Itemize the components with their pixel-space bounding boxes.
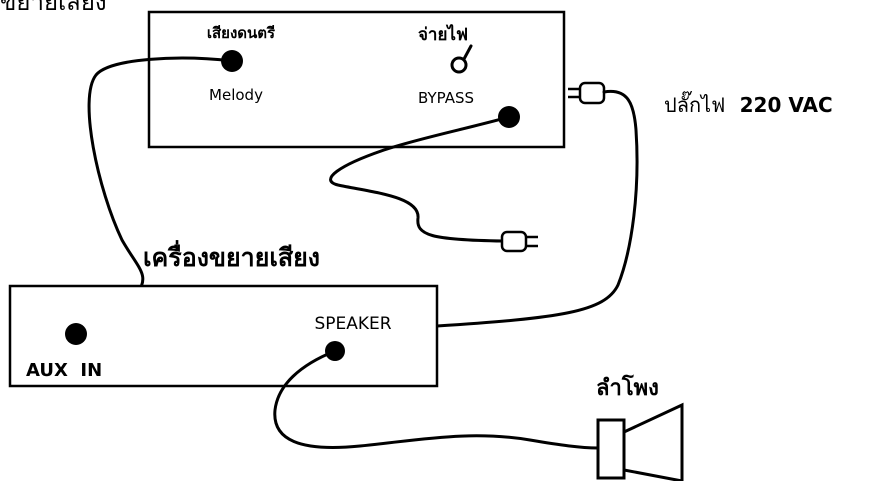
- melody-label: Melody: [209, 86, 263, 104]
- mains-voltage: 220 VAC: [740, 93, 833, 117]
- power-switch-icon: [450, 44, 473, 74]
- mains-plug-icon: [568, 81, 606, 105]
- power-label-thai: จ่ายไฟ: [418, 24, 468, 45]
- mains-label: ปลั๊กไฟ 220 VAC: [664, 90, 833, 117]
- top-title: ขยายเสียง: [0, 0, 107, 16]
- amplifier-box: [8, 284, 439, 388]
- music-module-box: [147, 10, 566, 149]
- loudspeaker-icon: [596, 402, 684, 481]
- bypass-plug-icon: [500, 230, 538, 253]
- melody-label-thai: เสียงดนตรี: [207, 24, 276, 42]
- mains-power-cable: [435, 89, 639, 328]
- speaker-output-label: SPEAKER: [314, 314, 391, 334]
- mains-label-prefix: ปลั๊กไฟ: [664, 90, 725, 117]
- bypass-cable: [329, 115, 511, 243]
- amplifier-title: เครื่องขยายเสียง: [143, 240, 320, 272]
- speaker-label: ลำโพง: [596, 374, 659, 401]
- bypass-label: BYPASS: [418, 89, 474, 107]
- speaker-cable: [273, 349, 600, 450]
- aux-in-jack: [65, 323, 87, 345]
- aux-in-label: AUX IN: [26, 360, 102, 381]
